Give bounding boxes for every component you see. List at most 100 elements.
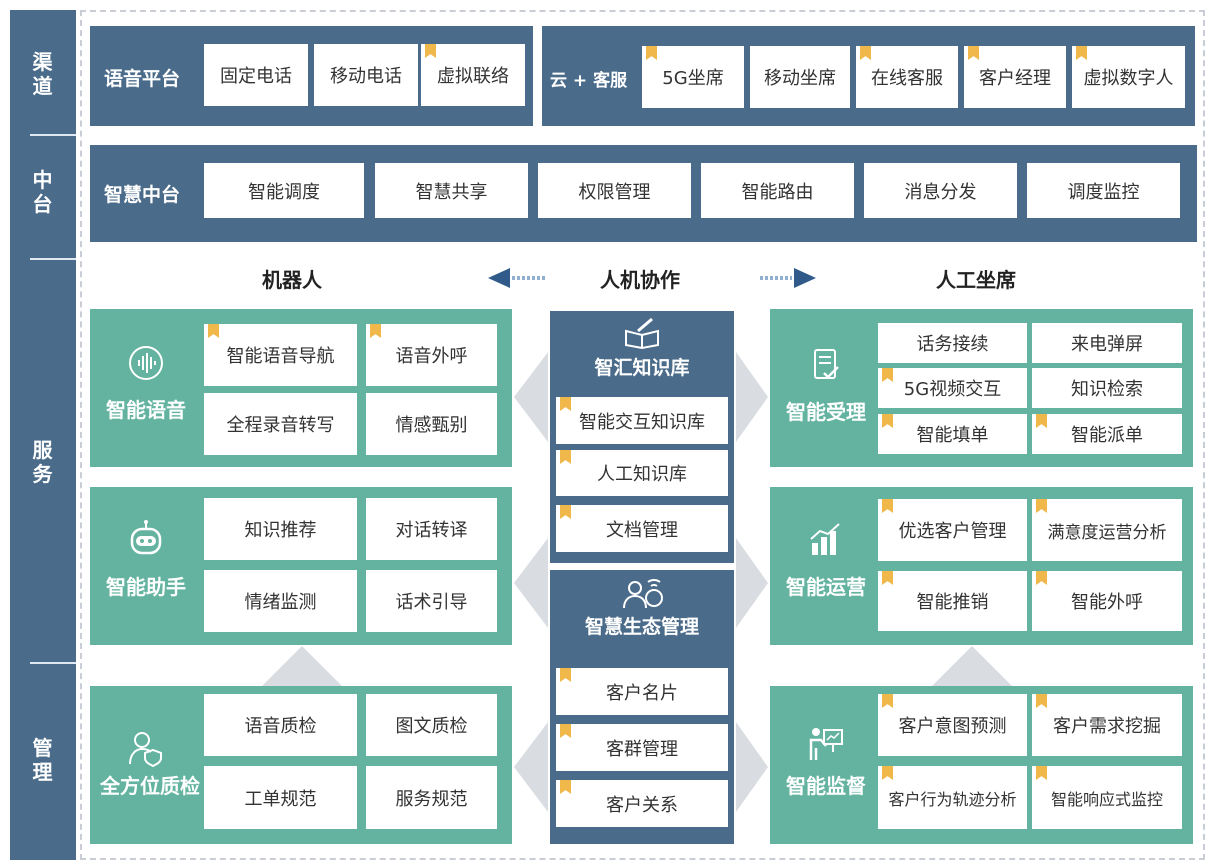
quality-check-panel: 全方位质检 语音质检 图文质检 工单规范 服务规范 (90, 686, 512, 844)
middle-item-label: 权限管理 (578, 181, 651, 203)
item-label: 客户名片 (606, 682, 678, 704)
bookmark-icon (882, 499, 893, 513)
item-label: 客户需求挖掘 (1053, 716, 1161, 737)
bookmark-icon (370, 324, 381, 338)
smart-middle-title: 智慧中台 (104, 184, 181, 206)
bookmark-icon (208, 324, 219, 338)
chevron-left-icon (514, 722, 548, 812)
middle-item-sharing: 智慧共享 (375, 163, 528, 218)
rail-label-channel: 渠道 (10, 50, 76, 98)
supervision-intent-item: 客户意图预测 (878, 694, 1027, 756)
bookmark-icon (882, 766, 893, 780)
operation-satisfaction-item: 满意度运营分析 (1032, 499, 1182, 561)
rail-char: 中 (32, 168, 54, 192)
chevron-right-icon (736, 538, 768, 628)
operation-sales-item: 智能推销 (878, 571, 1027, 631)
item-label: 智能响应式监控 (1050, 789, 1163, 809)
cloud-item-label: 在线客服 (871, 68, 943, 89)
smart-supervision-panel: 智能监督 客户意图预测 客户需求挖掘 客户行为轨迹分析 智能响应式监控 (770, 686, 1193, 844)
bookmark-icon (968, 46, 979, 60)
bookmark-icon (560, 668, 571, 682)
cloud-item-account-manager: 客户经理 (964, 46, 1066, 108)
chevron-left-icon (514, 352, 548, 442)
bookmark-icon (560, 397, 571, 411)
supervision-response-item: 智能响应式监控 (1032, 766, 1182, 829)
form-check-icon (814, 349, 839, 379)
operation-customer-item: 优选客户管理 (878, 499, 1027, 561)
middle-item-scheduling: 智能调度 (204, 163, 364, 218)
voice-wave-icon (129, 346, 163, 380)
rail-label-middle: 中台 (10, 168, 76, 216)
item-label: 服务规范 (395, 788, 468, 810)
item-label: 客户意图预测 (898, 716, 1007, 737)
cloud-item-label: 客户经理 (979, 68, 1051, 89)
bookmark-icon (1076, 46, 1087, 60)
voice-outbound-item: 语音外呼 (366, 324, 497, 386)
quality-voice-item: 语音质检 (204, 694, 357, 756)
bookmark-icon (560, 450, 571, 464)
item-label: 5G视频交互 (903, 379, 1002, 400)
bookmark-icon (1036, 499, 1047, 513)
supervision-demand-item: 客户需求挖掘 (1032, 694, 1182, 756)
cloud-item-mobile-seat: 移动坐席 (750, 46, 850, 108)
smart-assistant-title: 智能助手 (106, 575, 186, 599)
voice-nav-item: 智能语音导航 (204, 324, 357, 386)
quality-ticket-item: 工单规范 (204, 766, 357, 829)
item-label: 人工知识库 (597, 464, 687, 485)
middle-item-label: 消息分发 (904, 181, 977, 203)
middle-item-permission: 权限管理 (538, 163, 691, 218)
cloud-item-label: 5G坐席 (662, 68, 724, 89)
eco-relation-item: 客户关系 (556, 780, 728, 827)
item-label: 优选客户管理 (898, 521, 1007, 542)
item-label: 语音质检 (244, 716, 317, 737)
item-label: 智能推销 (916, 592, 989, 613)
chevron-right-icon (736, 352, 768, 442)
rail-char: 理 (32, 760, 54, 784)
reception-connect-item: 话务接续 (878, 323, 1027, 363)
cloud-item-5g-seat: 5G坐席 (642, 46, 744, 108)
item-label: 工单规范 (244, 788, 317, 810)
smart-reception-title: 智能受理 (786, 400, 866, 424)
book-pen-icon (625, 317, 659, 349)
item-label: 知识检索 (1071, 379, 1143, 400)
smart-operation-title: 智能运营 (786, 575, 866, 599)
voice-emotion-item: 情感甄别 (366, 393, 497, 455)
rail-char: 道 (32, 74, 54, 98)
item-label: 知识推荐 (244, 520, 317, 541)
bookmark-icon (1036, 571, 1047, 585)
arrow-left-icon (488, 268, 546, 288)
up-chevron-icon (932, 646, 1012, 686)
smart-voice-panel: 智能语音 智能语音导航 语音外呼 全程录音转写 情感甄别 (90, 309, 512, 467)
bookmark-icon (882, 571, 893, 585)
heading-robot: 机器人 (262, 268, 322, 292)
reception-popup-item: 来电弹屏 (1032, 323, 1182, 363)
quality-image-item: 图文质检 (366, 694, 497, 756)
quality-check-title: 全方位质检 (100, 774, 200, 798)
user-network-icon (623, 579, 663, 609)
up-chevron-icon (262, 646, 342, 686)
kb-document-item: 文档管理 (556, 505, 728, 552)
assistant-script-item: 话术引导 (366, 570, 497, 632)
heading-human: 人工坐席 (936, 268, 1016, 292)
voice-transcribe-item: 全程录音转写 (204, 393, 357, 455)
chevron-left-icon (514, 538, 548, 628)
rail-char: 台 (32, 192, 54, 216)
kb-manual-item: 人工知识库 (556, 450, 728, 496)
rail-divider (30, 662, 76, 664)
outer-frame (80, 10, 1205, 860)
item-label: 情感甄别 (395, 415, 468, 436)
knowledge-base-title: 智汇知识库 (594, 357, 690, 379)
middle-item-label: 智慧共享 (415, 181, 488, 203)
bookmark-icon (1036, 414, 1047, 428)
robot-icon (130, 520, 162, 555)
middle-item-label: 智能调度 (248, 181, 320, 203)
bookmark-icon (882, 694, 893, 708)
bookmark-icon (1036, 694, 1047, 708)
item-label: 语音外呼 (395, 346, 468, 367)
cloud-service-title: 云 + 客服 (550, 71, 628, 91)
middle-item-message: 消息分发 (864, 163, 1017, 218)
assistant-recommend-item: 知识推荐 (204, 498, 357, 560)
heading-collab: 人机协作 (600, 268, 680, 292)
middle-item-routing: 智能路由 (701, 163, 854, 218)
eco-card-item: 客户名片 (556, 668, 728, 715)
